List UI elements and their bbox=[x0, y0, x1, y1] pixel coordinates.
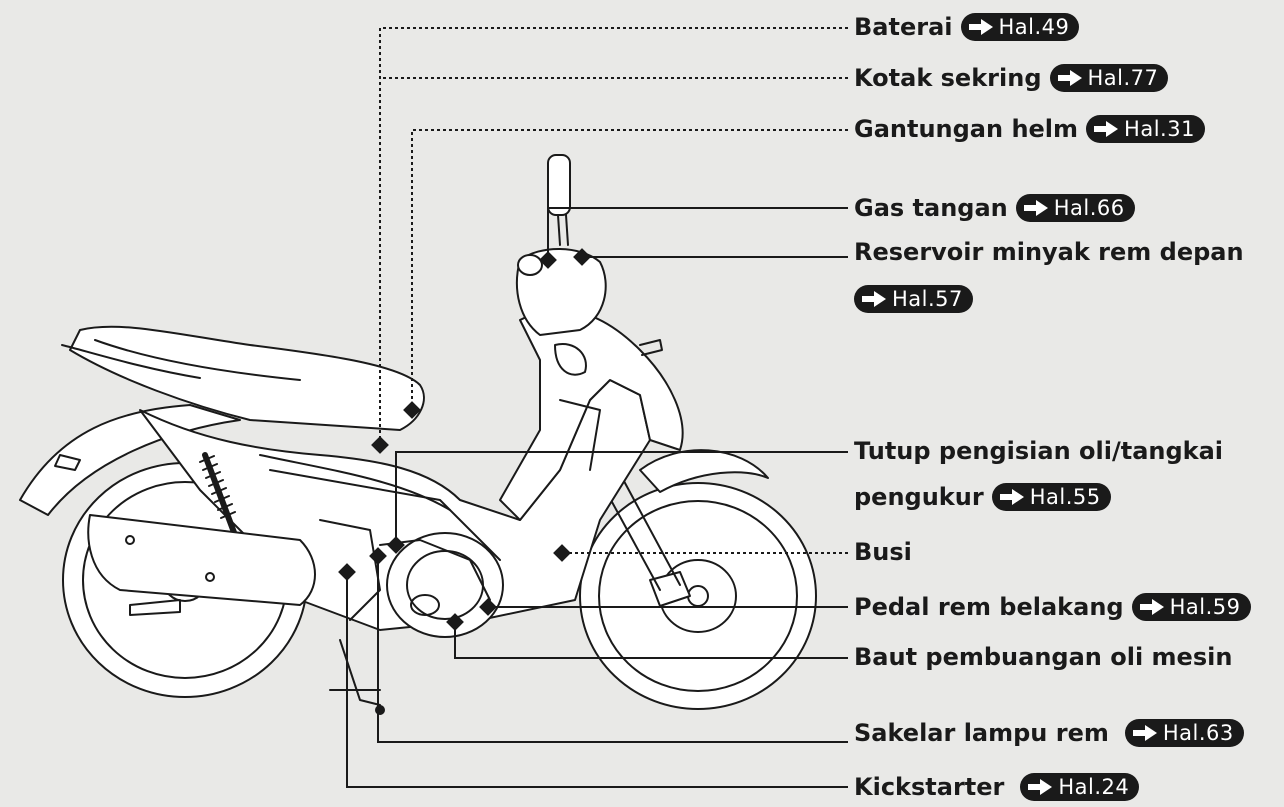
label-tutup-oli-text2: pengukur bbox=[854, 483, 984, 511]
label-gantungan-helm: Gantungan helm Hal.31 bbox=[854, 114, 1205, 144]
page-ref-baterai-text: Hal.49 bbox=[998, 15, 1070, 39]
arrow-right-icon bbox=[1132, 725, 1157, 741]
arrow-right-icon bbox=[1057, 70, 1082, 86]
label-baterai: Baterai Hal.49 bbox=[854, 12, 1080, 42]
page-ref-kotak-sekring-text: Hal.77 bbox=[1087, 66, 1159, 90]
label-busi-text: Busi bbox=[854, 538, 912, 566]
label-kotak-sekring-text: Kotak sekring bbox=[854, 64, 1042, 92]
label-gantungan-helm-text: Gantungan helm bbox=[854, 115, 1079, 143]
arrow-right-icon bbox=[999, 489, 1024, 505]
arrow-right-icon bbox=[1139, 599, 1164, 615]
page-ref-gantungan-helm[interactable]: Hal.31 bbox=[1086, 115, 1205, 143]
page-ref-kickstarter-text: Hal.24 bbox=[1058, 775, 1130, 799]
label-reservoir-text: Reservoir minyak rem depan bbox=[854, 238, 1244, 266]
label-tutup-oli: Tutup pengisian oli/tangkai bbox=[854, 436, 1223, 466]
page-ref-gantungan-helm-text: Hal.31 bbox=[1124, 117, 1195, 141]
page-ref-reservoir[interactable]: Hal.57 bbox=[854, 285, 973, 313]
label-busi: Busi bbox=[854, 537, 912, 567]
page-ref-pedal-rem[interactable]: Hal.59 bbox=[1131, 593, 1251, 621]
page-ref-sakelar-lampu-text: Hal.63 bbox=[1162, 721, 1234, 745]
rear-shock bbox=[200, 455, 235, 535]
label-reservoir: Reservoir minyak rem depan bbox=[854, 237, 1244, 267]
arrow-right-icon bbox=[968, 19, 993, 35]
label-tutup-oli-line2: pengukur Hal.55 bbox=[854, 482, 1111, 512]
motorcycle-illustration bbox=[20, 155, 816, 714]
page-ref-tutup-oli-text: Hal.55 bbox=[1029, 485, 1101, 509]
leader-gas-tangan bbox=[539, 207, 848, 269]
page-ref-reservoir-text: Hal.57 bbox=[892, 287, 963, 311]
engine bbox=[320, 520, 503, 637]
label-kotak-sekring: Kotak sekring Hal.77 bbox=[854, 63, 1169, 93]
muffler bbox=[88, 515, 315, 605]
label-kickstarter: Kickstarter Hal.24 bbox=[854, 772, 1140, 802]
label-kickstarter-text: Kickstarter bbox=[854, 773, 1005, 801]
leader-kickstarter bbox=[338, 563, 848, 788]
arrow-right-icon bbox=[1094, 121, 1119, 137]
label-gas-tangan-text: Gas tangan bbox=[854, 194, 1008, 222]
leader-baterai bbox=[371, 27, 848, 454]
mirror bbox=[548, 155, 570, 215]
label-reservoir-ref: Hal.57 bbox=[854, 284, 973, 314]
page-ref-kickstarter[interactable]: Hal.24 bbox=[1020, 773, 1140, 801]
front-wheel bbox=[580, 483, 816, 709]
leader-lines bbox=[338, 27, 848, 788]
page-ref-gas-tangan[interactable]: Hal.66 bbox=[1015, 194, 1135, 222]
page-ref-baterai[interactable]: Hal.49 bbox=[960, 13, 1080, 41]
page-ref-kotak-sekring[interactable]: Hal.77 bbox=[1049, 64, 1169, 92]
label-sakelar-lampu-text: Sakelar lampu rem bbox=[854, 719, 1109, 747]
page-ref-gas-tangan-text: Hal.66 bbox=[1053, 196, 1125, 220]
leader-baut-oli bbox=[446, 613, 848, 659]
label-gas-tangan: Gas tangan Hal.66 bbox=[854, 193, 1135, 223]
page-ref-tutup-oli[interactable]: Hal.55 bbox=[991, 483, 1111, 511]
leader-tutup-oli bbox=[387, 451, 848, 554]
arrow-right-icon bbox=[1028, 779, 1053, 795]
label-pedal-rem: Pedal rem belakang Hal.59 bbox=[854, 592, 1251, 622]
label-pedal-rem-text: Pedal rem belakang bbox=[854, 593, 1124, 621]
label-baut-oli-text: Baut pembuangan oli mesin bbox=[854, 643, 1233, 671]
label-baut-oli: Baut pembuangan oli mesin bbox=[854, 642, 1232, 672]
leader-sakelar-lampu bbox=[369, 547, 848, 743]
label-baterai-text: Baterai bbox=[854, 13, 953, 41]
label-tutup-oli-text: Tutup pengisian oli/tangkai bbox=[854, 437, 1224, 465]
arrow-right-icon bbox=[1023, 200, 1048, 216]
page-ref-pedal-rem-text: Hal.59 bbox=[1169, 595, 1241, 619]
center-stand bbox=[330, 640, 380, 705]
rear-fender bbox=[20, 405, 240, 515]
leader-gantungan-helm bbox=[403, 129, 848, 419]
seat bbox=[70, 327, 424, 430]
arrow-right-icon bbox=[862, 291, 886, 307]
label-sakelar-lampu: Sakelar lampu rem Hal.63 bbox=[854, 718, 1244, 748]
page-ref-sakelar-lampu[interactable]: Hal.63 bbox=[1124, 719, 1244, 747]
